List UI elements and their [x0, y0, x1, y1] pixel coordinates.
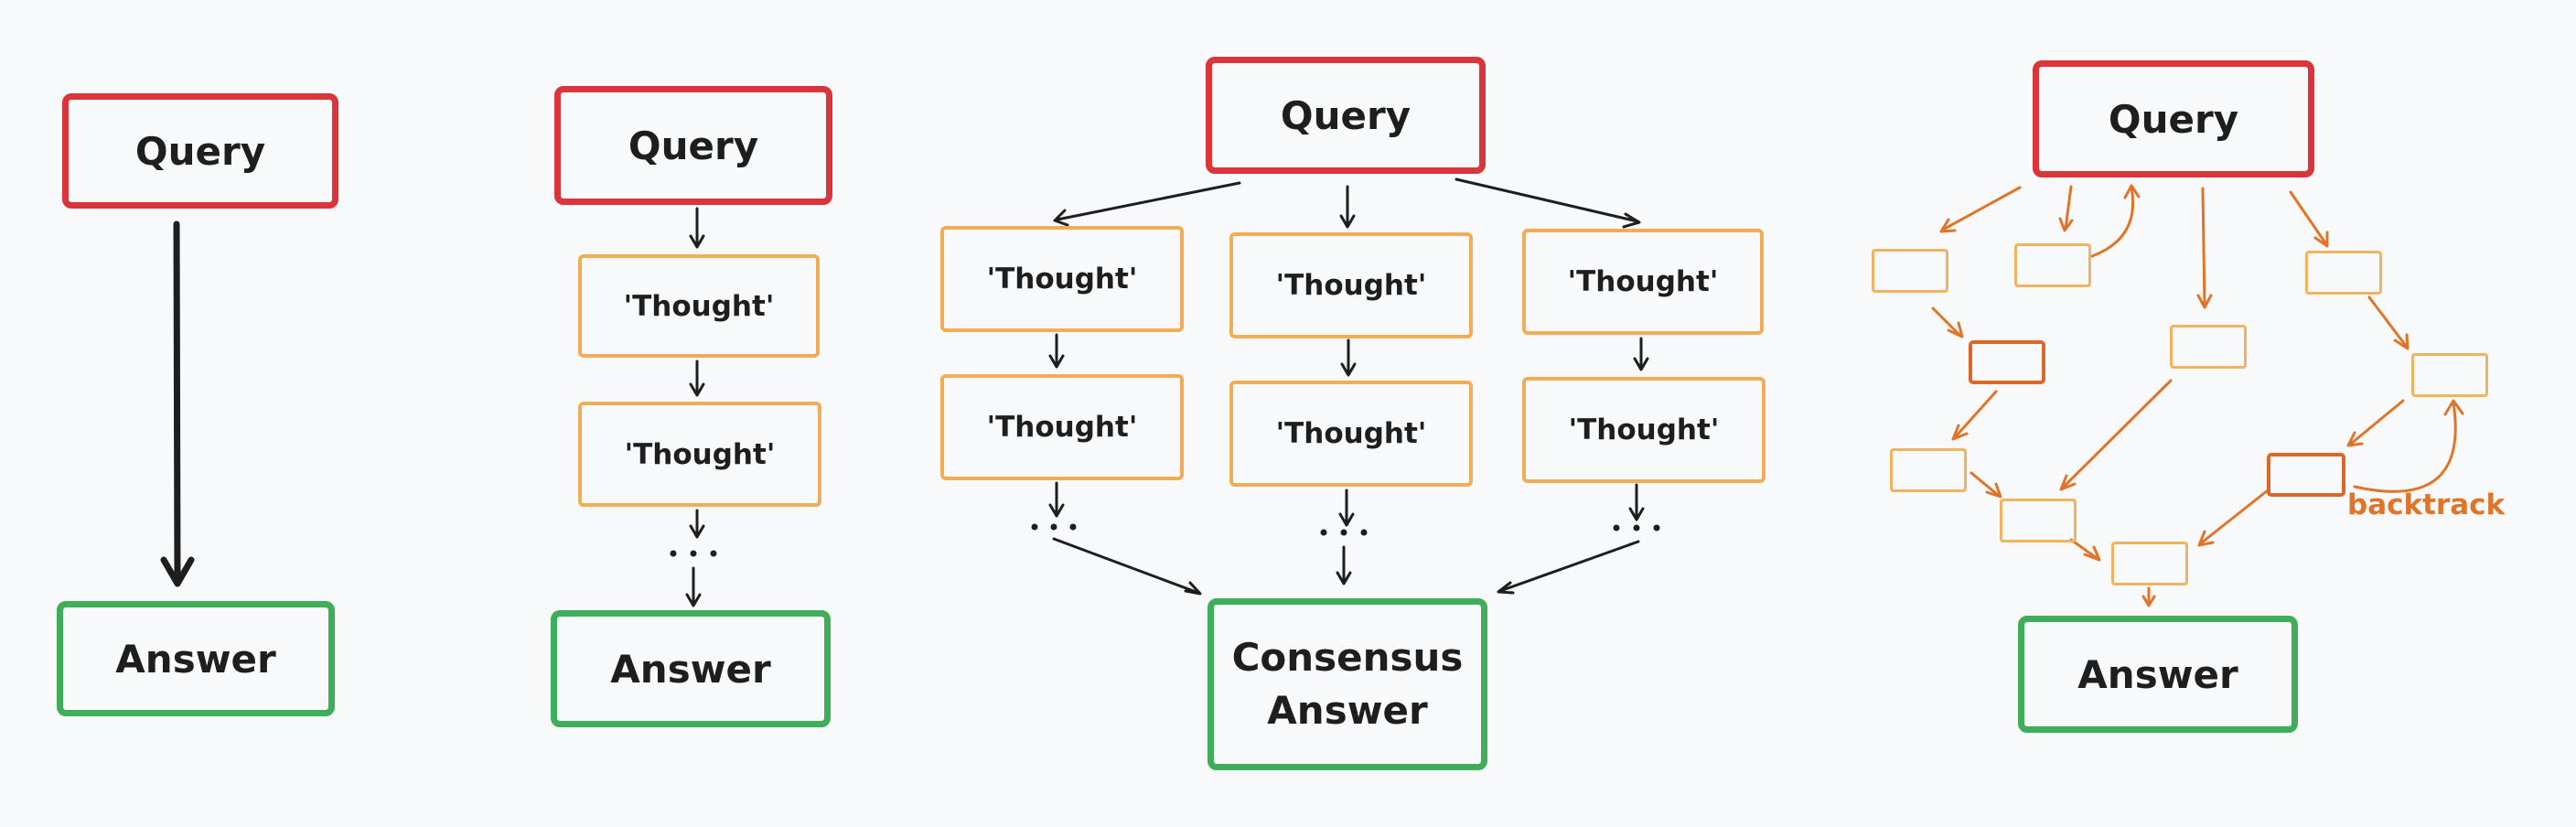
graph-thought-node: [2411, 353, 2488, 397]
panel2-ellipsis: [670, 550, 717, 557]
graph-thought-node: [2014, 243, 2091, 287]
graph-thought-node-highlighted: [1969, 340, 2045, 384]
panel1-query-box: Query: [62, 93, 338, 209]
panel3-query-box: Query: [1206, 57, 1486, 174]
panel2-query-box: Query: [554, 86, 832, 205]
panel3-thought-label-2-2: 'Thought': [1275, 417, 1427, 450]
panel3-thought-label-3-1: 'Thought': [1567, 265, 1719, 298]
panel1-answer-label: Answer: [115, 636, 276, 682]
panel3-thought-box-3-2: 'Thought': [1522, 377, 1766, 483]
panel3-thought-label-1-2: 'Thought': [986, 411, 1138, 444]
panel3-ellipsis: [1031, 523, 1660, 536]
panel4-arrows: [1931, 184, 2464, 607]
panel3-arrows: [1048, 177, 1649, 596]
graph-thought-node: [2111, 542, 2188, 585]
panel2-arrows: [685, 207, 705, 607]
panel2-query-label: Query: [628, 123, 759, 168]
graph-thought-node: [2305, 251, 2382, 295]
panel3-answer-line-2: Answer: [1267, 688, 1428, 733]
panel3-consensus-answer-box: Consensus Answer: [1208, 598, 1487, 770]
panel3-thought-label-1-1: 'Thought': [986, 263, 1138, 295]
panel4-answer-label: Answer: [2077, 651, 2238, 697]
panel3-answer-line-1: Consensus: [1231, 635, 1464, 680]
graph-thought-node: [2000, 499, 2077, 542]
panel3-thought-box-2-1: 'Thought': [1229, 232, 1473, 338]
panel2-thought-box-1: 'Thought': [578, 254, 820, 358]
panel1-arrow: [160, 220, 195, 587]
panel3-query-label: Query: [1280, 92, 1411, 138]
panel2-answer-label: Answer: [610, 646, 771, 692]
panel3-thought-box-1-1: 'Thought': [940, 226, 1184, 332]
panel2-thought-box-2: 'Thought': [578, 402, 821, 507]
panel3-thought-box-3-1: 'Thought': [1522, 229, 1764, 335]
graph-thought-node: [2170, 325, 2247, 369]
graph-thought-node: [1872, 249, 1948, 293]
panel4-answer-box: Answer: [2018, 616, 2298, 733]
panel3-thought-label-3-2: 'Thought': [1568, 414, 1720, 446]
panel3-thought-box-2-2: 'Thought': [1229, 381, 1473, 487]
panel2-thought-label-1: 'Thought': [623, 289, 775, 323]
panel2-thought-label-2: 'Thought': [624, 437, 776, 471]
panel1-answer-box: Answer: [57, 601, 335, 716]
backtrack-label: backtrack: [2347, 489, 2506, 521]
panel3-thought-label-2-1: 'Thought': [1275, 269, 1427, 302]
graph-thought-node-highlighted: [2267, 453, 2345, 497]
graph-thought-node: [1890, 448, 1967, 492]
panel4-query-label: Query: [2108, 96, 2239, 142]
panel3-thought-box-1-2: 'Thought': [940, 374, 1184, 480]
panel2-answer-box: Answer: [551, 610, 831, 727]
panel4-query-box: Query: [2033, 60, 2314, 177]
panel1-query-label: Query: [134, 128, 266, 174]
